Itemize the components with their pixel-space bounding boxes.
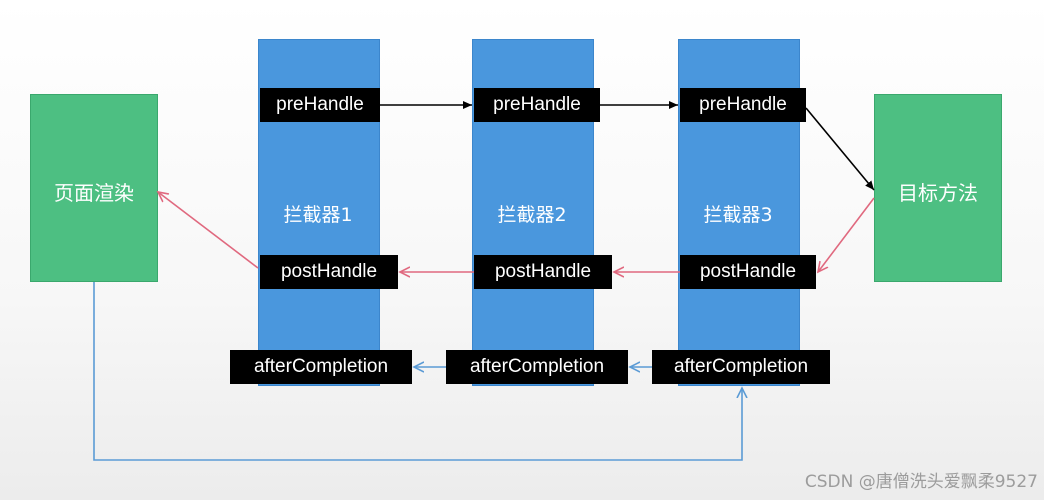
interceptor-2-label: 拦截器2: [497, 204, 567, 226]
posthandle-arrow-1-to-render: [158, 192, 259, 269]
interceptor-1-aftercompletion: afterCompletion: [230, 350, 412, 384]
interceptor-1-label: 拦截器1: [283, 204, 353, 226]
interceptor-2-posthandle: postHandle: [474, 255, 612, 289]
csdn-watermark: CSDN @唐僧洗头爱飘柔9527: [804, 472, 1038, 492]
interceptor-3-posthandle: postHandle: [680, 255, 816, 289]
interceptor-3-prehandle: preHandle: [680, 88, 806, 122]
interceptor-1-posthandle: postHandle: [260, 255, 398, 289]
page-render-node: 页面渲染: [30, 94, 158, 282]
posthandle-arrow-target-to-3: [818, 197, 875, 272]
target-method-node: 目标方法: [874, 94, 1002, 282]
interceptor-2-aftercompletion: afterCompletion: [446, 350, 628, 384]
interceptor-3-aftercompletion: afterCompletion: [652, 350, 830, 384]
interceptor-3-label: 拦截器3: [703, 204, 773, 226]
interceptor-1-prehandle: preHandle: [260, 88, 380, 122]
interceptor-2-prehandle: preHandle: [474, 88, 600, 122]
target-method-label: 目标方法: [898, 181, 978, 205]
page-render-label: 页面渲染: [54, 181, 134, 205]
aftercompletion-arrow-render-to-3: [93, 282, 742, 461]
prehandle-arrow-3-to-target: [805, 107, 875, 191]
